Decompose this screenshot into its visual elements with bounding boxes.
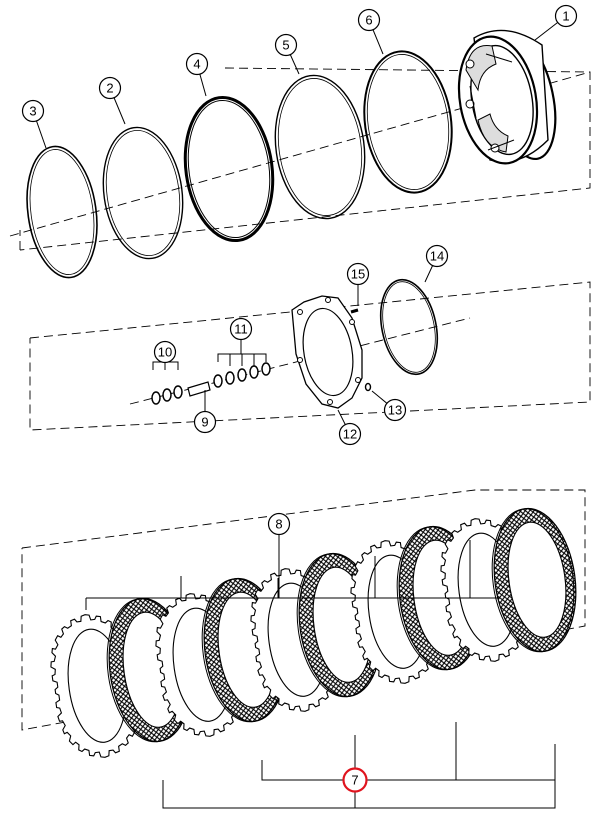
callout-15[interactable]: 15 <box>346 262 370 286</box>
svg-text:10: 10 <box>158 345 172 360</box>
seal-ring-4 <box>183 95 275 243</box>
svg-text:13: 13 <box>388 403 402 418</box>
seal-ring-3 <box>26 145 98 279</box>
callout-13[interactable]: 13 <box>383 398 407 422</box>
callout-14[interactable]: 14 <box>425 244 449 268</box>
callout-6[interactable]: 6 <box>357 8 381 32</box>
seal-ring-5 <box>274 74 366 220</box>
svg-text:5: 5 <box>282 38 289 53</box>
svg-text:8: 8 <box>275 517 282 532</box>
svg-text:2: 2 <box>106 81 113 96</box>
clutch-piston <box>457 29 557 165</box>
callout-2[interactable]: 2 <box>98 76 122 100</box>
callout-10[interactable]: 10 <box>153 340 177 364</box>
callout-11[interactable]: 11 <box>229 317 253 341</box>
seal-ring-2 <box>102 126 184 260</box>
seal-rings-group <box>9 29 591 279</box>
callout-12[interactable]: 12 <box>338 422 362 446</box>
svg-text:11: 11 <box>234 322 248 337</box>
seal-ring-6 <box>363 50 453 194</box>
spring-retainer-group <box>29 278 591 431</box>
svg-text:3: 3 <box>29 104 36 119</box>
svg-text:9: 9 <box>201 415 208 430</box>
clutch-pack-group <box>21 489 586 809</box>
callout-7[interactable]: 7 <box>342 767 368 793</box>
svg-text:14: 14 <box>430 249 444 264</box>
callout-5[interactable]: 5 <box>274 33 298 57</box>
callout-4[interactable]: 4 <box>185 52 209 76</box>
svg-text:4: 4 <box>193 57 200 72</box>
svg-text:1: 1 <box>562 9 569 24</box>
svg-text:12: 12 <box>343 427 357 442</box>
o-ring-14 <box>379 278 439 376</box>
svg-text:7: 7 <box>351 773 358 788</box>
svg-text:15: 15 <box>351 267 365 282</box>
svg-text:6: 6 <box>365 13 372 28</box>
callout-8[interactable]: 8 <box>267 512 291 536</box>
callout-3[interactable]: 3 <box>21 99 45 123</box>
callout-9[interactable]: 9 <box>193 410 217 434</box>
callout-1[interactable]: 1 <box>554 4 578 28</box>
